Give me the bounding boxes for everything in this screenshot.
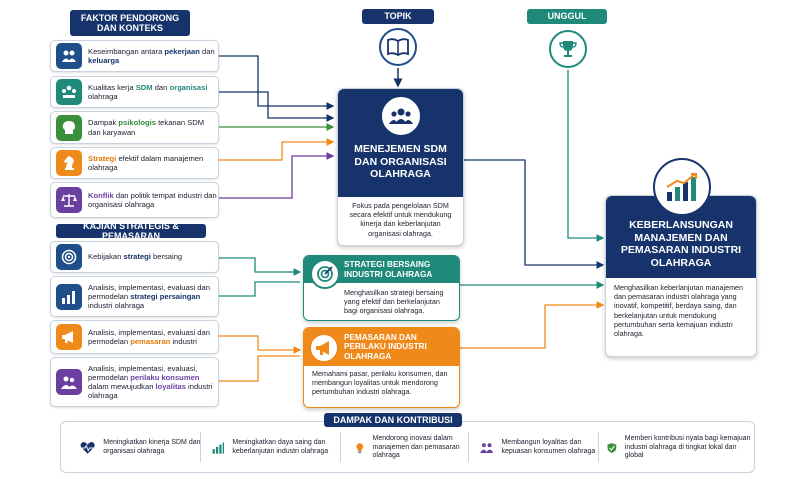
- impact-text: Meningkatkan kinerja SDM dan organisasi …: [103, 439, 201, 455]
- impact-text: Membangun loyalitas dan kepuasan konsume…: [501, 439, 596, 455]
- strategic-card-consumer: Analisis, implementasi, evaluasi, permod…: [50, 357, 219, 407]
- strategic-card-policy: Kebijakan strategi bersaing: [50, 241, 219, 273]
- strategic-text: Analisis, implementasi, evaluasi dan per…: [88, 327, 210, 346]
- group-icon: [480, 443, 494, 454]
- book-icon: [379, 28, 417, 66]
- impact-item: Membangun loyalitas dan kepuasan konsume…: [480, 431, 600, 465]
- divider: [468, 432, 469, 462]
- topic-desc: Fokus pada pengelolaan SDM secara efekti…: [349, 201, 452, 238]
- marketing-box: PEMASARAN DAN PERILAKU INDUSTRI OLAHRAGA…: [303, 327, 460, 408]
- driver-text: Konflik dan politik tempat industri dan …: [88, 190, 217, 209]
- strategic-text: Analisis, implementasi, evaluasi dan per…: [88, 282, 210, 311]
- megaphone-icon: [56, 324, 82, 350]
- strategic-text: Analisis, implementasi, evaluasi, permod…: [88, 363, 213, 401]
- driver-text: Strategi efektif dalam manajemen olahrag…: [88, 153, 204, 172]
- strategy-title: STRATEGI BERSAING INDUSTRI OLAHRAGA: [344, 260, 433, 279]
- strategy-box: STRATEGI BERSAING INDUSTRI OLAHRAGA Meng…: [303, 255, 460, 321]
- target-icon: [56, 244, 82, 270]
- impact-item: Meningkatkan daya saing dan keberlanjuta…: [212, 431, 340, 465]
- target-icon: [310, 259, 340, 289]
- driver-card-conflict: Konflik dan politik tempat industri dan …: [50, 182, 219, 218]
- group-icon: [381, 97, 420, 135]
- leading-header: UNGGUL: [527, 9, 607, 24]
- strategic-card-marketing: Analisis, implementasi, evaluasi dan per…: [50, 320, 219, 354]
- topic-title: MENEJEMEN SDM DAN ORGANISASI OLAHRAGA: [354, 143, 447, 181]
- impact-item: Meningkatkan kinerja SDM dan organisasi …: [80, 431, 205, 465]
- impact-text: Meningkatkan daya saing dan keberlanjuta…: [232, 439, 329, 455]
- shield-check-icon: [607, 443, 617, 453]
- growth-chart-icon: [653, 158, 711, 216]
- driver-text: Kualitas kerja SDM dan organisasi olahra…: [88, 82, 208, 101]
- impact-header: DAMPAK DAN KONTRIBUSI: [324, 413, 462, 427]
- marketing-title: PEMASARAN DAN PERILAKU INDUSTRI OLAHRAGA: [344, 332, 427, 361]
- outcome-title: KEBERLANSUNGAN MANAJEMEN DAN PEMASARAN I…: [620, 218, 742, 270]
- trophy-icon: [549, 30, 587, 68]
- impact-text: Memberi kontribusi nyata bagi kemajuan i…: [624, 434, 751, 460]
- chess-knight-icon: [56, 150, 82, 176]
- heartbeat-icon: [80, 442, 95, 454]
- brain-icon: [56, 114, 82, 141]
- strategic-text: Kebijakan strategi bersaing: [88, 252, 183, 262]
- people-icon: [56, 43, 82, 69]
- topic-header: TOPIK: [362, 9, 434, 24]
- bar-chart-icon: [212, 442, 225, 454]
- driver-text: Keseimbangan antara pekerjaan dan keluar…: [88, 46, 215, 65]
- strategic-header: KAJIAN STRATEGIS & PEMASARAN: [56, 221, 206, 241]
- driver-card-strategy: Strategi efektif dalam manajemen olahrag…: [50, 147, 219, 179]
- outcome-box: KEBERLANSUNGAN MANAJEMEN DAN PEMASARAN I…: [605, 195, 757, 357]
- divider: [200, 432, 201, 462]
- divider: [598, 432, 599, 462]
- impact-text: Mendorong inovasi dalam manajemen dan pe…: [372, 434, 460, 460]
- drivers-header: FAKTOR PENDORONG DAN KONTEKS: [70, 10, 190, 36]
- topic-box-header: MENEJEMEN SDM DAN ORGANISASI OLAHRAGA: [338, 89, 463, 197]
- impact-item: Memberi kontribusi nyata bagi kemajuan i…: [607, 431, 752, 465]
- driver-card-work-family: Keseimbangan antara pekerjaan dan keluar…: [50, 40, 219, 72]
- team-icon: [56, 79, 82, 105]
- driver-card-quality: Kualitas kerja SDM dan organisasi olahra…: [50, 76, 219, 108]
- divider: [340, 432, 341, 462]
- topic-box: MENEJEMEN SDM DAN ORGANISASI OLAHRAGA Fo…: [337, 88, 464, 246]
- strategy-desc: Menghasilkan strategi bersaing yang efek…: [344, 288, 444, 316]
- scales-icon: [56, 187, 82, 213]
- outcome-desc: Menghasilkan keberlanjutan manajemen dan…: [614, 283, 744, 339]
- lightbulb-icon: [356, 443, 364, 453]
- driver-card-psychology: Dampak psikologis tekanan SDM dan karyaw…: [50, 111, 219, 144]
- strategic-card-competition: Analisis, implementasi, evaluasi dan per…: [50, 276, 219, 317]
- bar-chart-icon: [56, 283, 82, 310]
- customers-icon: [56, 369, 82, 395]
- impact-item: Mendorong inovasi dalam manajemen dan pe…: [355, 431, 467, 465]
- driver-text: Dampak psikologis tekanan SDM dan karyaw…: [88, 118, 205, 137]
- marketing-desc: Memahami pasar, perilaku konsumen, dan m…: [312, 369, 448, 397]
- megaphone-icon: [309, 333, 339, 363]
